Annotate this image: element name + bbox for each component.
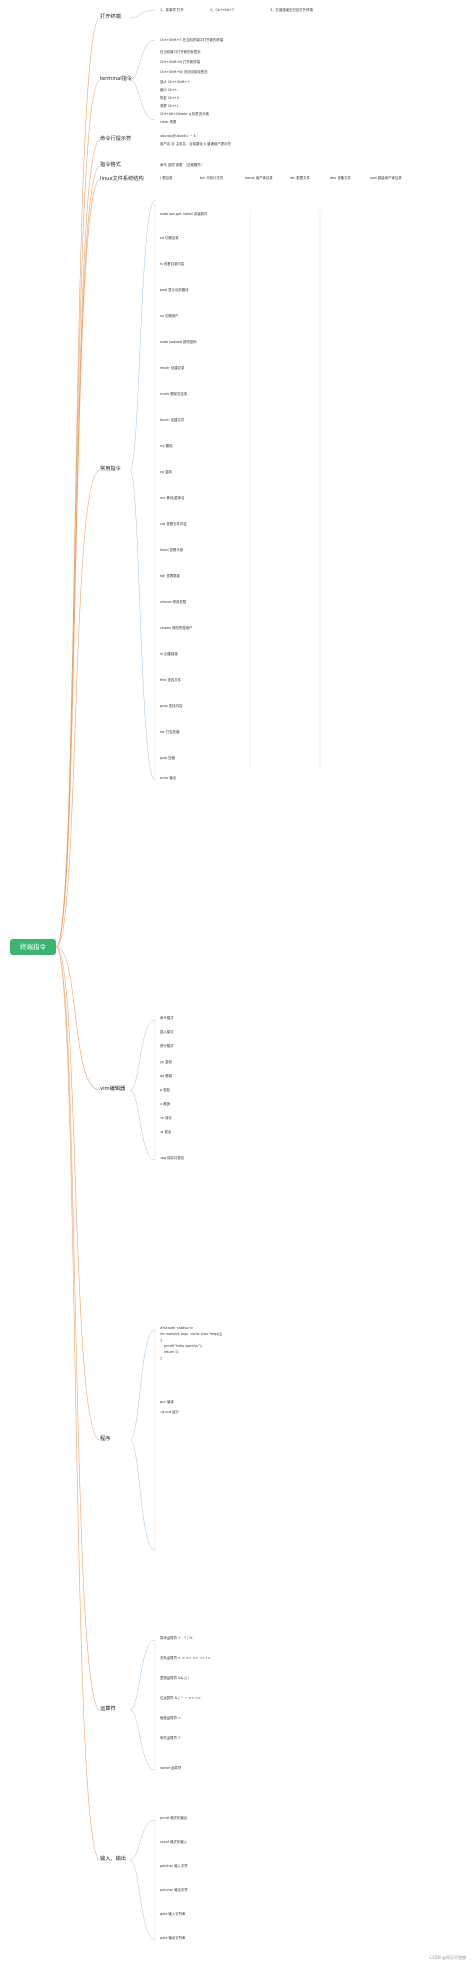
leaf-io-3: putchar 输出字符 — [160, 1888, 188, 1892]
leaf-cmd-22: echo 输出 — [160, 776, 177, 780]
leaf-cmd-6: mkdir 创建目录 — [160, 366, 185, 370]
leaf-op-2: 逻辑运算符 && || ! — [160, 1676, 190, 1680]
leaf-vim-9: :wq 保存并退出 — [160, 1156, 185, 1160]
leaf-vim-6: u 撤销 — [160, 1102, 171, 1106]
leaf-prog-1: int main(int argc, const char *argv[]) — [160, 1332, 223, 1336]
leaf-op-1: 关系运算符 > < >= <= == != — [160, 1656, 211, 1660]
leaf-term-3: Ctrl+Shift+W 关闭当前标签页 — [160, 70, 208, 74]
leaf-fs-2: home 用户家目录 — [245, 176, 273, 180]
leaf-op-5: 条件运算符 ?: — [160, 1736, 181, 1740]
leaf-open-2: 2、Ctrl+Alt+T — [210, 8, 234, 12]
leaf-term-1: 在当前窗口打开新的标签页 — [160, 50, 201, 54]
leaf-term-5: 缩小 Ctrl+- — [160, 88, 178, 92]
leaf-open-1: 1、菜单项 打开 — [160, 8, 184, 12]
leaf-cmd-0: sudo apt-get install 安装软件 — [160, 212, 208, 216]
leaf-prog-7: ./a.out 运行 — [160, 1410, 179, 1414]
leaf-term-9: clear 清屏 — [160, 120, 177, 124]
leaf-fs-3: etc 配置文件 — [290, 176, 310, 180]
leaf-fs-4: dev 设备文件 — [330, 176, 351, 180]
branch-operators[interactable]: 运算符 — [100, 1706, 116, 1712]
leaf-cmd-9: rm 删除 — [160, 444, 173, 448]
leaf-term-0: Ctrl+Shift+T 在当前终端中打开新的终端 — [160, 38, 224, 42]
branch-common-cmds[interactable]: 常用指令 — [100, 466, 121, 472]
leaf-cmd-4: su 切换用户 — [160, 314, 179, 318]
leaf-cmd-20: tar 打包压缩 — [160, 730, 180, 734]
leaf-io-0: printf 格式化输出 — [160, 1816, 188, 1820]
leaf-term-4: 放大 Ctrl+Shift++ — [160, 80, 191, 84]
leaf-prog-2: { — [160, 1338, 163, 1342]
leaf-vim-1: 插入模式 — [160, 1030, 174, 1034]
leaf-io-1: scanf 格式化输入 — [160, 1840, 188, 1844]
branch-cmd-format[interactable]: 指令格式 — [100, 162, 121, 168]
leaf-prog-4: return 0; — [164, 1350, 179, 1354]
leaf-cmd-19: grep 查找内容 — [160, 704, 183, 708]
leaf-fs-5: root 超级用户家目录 — [370, 176, 402, 180]
leaf-vim-2: 底行模式 — [160, 1044, 174, 1048]
leaf-io-2: getchar 输入字符 — [160, 1864, 188, 1868]
leaf-op-6: sizeof 运算符 — [160, 1766, 182, 1770]
leaf-prog-3: printf("hello world\n"); — [164, 1344, 202, 1348]
leaf-cmd-15: chmod 修改权限 — [160, 600, 187, 604]
leaf-term-8: Ctrl+Alt+Delete 从标签页分离 — [160, 112, 209, 116]
leaf-op-3: 位运算符 & | ^ ~ << >> — [160, 1696, 201, 1700]
leaf-fs-1: bin 可执行文件 — [200, 176, 224, 180]
leaf-io-5: puts 输出字符串 — [160, 1936, 186, 1940]
leaf-prog-5: } — [160, 1356, 163, 1360]
leaf-cmd-11: mv 移动/重命名 — [160, 496, 185, 500]
branch-prompt[interactable]: 命令行提示符 — [100, 136, 132, 142]
leaf-op-0: 算术运算符 + - * / % — [160, 1636, 193, 1640]
leaf-cmd-1: cd 切换目录 — [160, 236, 179, 240]
branch-fs[interactable]: linux文件系统结构 — [100, 176, 144, 182]
leaf-vim-0: 命令模式 — [160, 1016, 174, 1020]
leaf-term-2: Ctrl+Shift+N 打开新终端 — [160, 60, 200, 64]
leaf-cmd-16: chown 修改所属用户 — [160, 626, 193, 630]
leaf-prog-0: #include <stdio.h> — [160, 1326, 194, 1330]
leaf-cmd-13: head 查看头部 — [160, 548, 184, 552]
leaf-prompt-1: 用户名 @ 主机名 : 当前路径 $ 普通用户提示符 — [160, 142, 231, 146]
leaf-op-4: 赋值运算符 = — [160, 1716, 181, 1720]
leaf-fs-0: / 根目录 — [160, 176, 173, 180]
leaf-vim-4: dd 删除 — [160, 1074, 173, 1078]
branch-open-terminal[interactable]: 打开终端 — [100, 14, 121, 20]
branch-io[interactable]: 输入、输出 — [100, 1856, 126, 1862]
leaf-cmd-3: pwd 显示当前路径 — [160, 288, 189, 292]
leaf-cmd-21: gzip 压缩 — [160, 756, 175, 760]
leaf-term-6: 恢复 Ctrl+0 — [160, 96, 179, 100]
leaf-cmd-format: 命令 选项 参数 （空格隔开） — [160, 163, 204, 167]
root-node[interactable]: 终端指令 — [10, 939, 56, 955]
leaf-cmd-18: find 查找文件 — [160, 678, 182, 682]
leaf-cmd-10: cp 复制 — [160, 470, 172, 474]
leaf-cmd-14: tail 查看尾部 — [160, 574, 180, 578]
leaf-vim-3: yy 复制 — [160, 1060, 172, 1064]
leaf-term-7: 清屏 Ctrl+L — [160, 104, 179, 108]
leaf-open-3: 3、右键桌面空白处打开终端 — [270, 8, 313, 12]
leaf-prog-6: gcc 编译 — [160, 1400, 174, 1404]
leaf-cmd-5: sudo passwd 修改密码 — [160, 340, 197, 344]
watermark: CSDN @再见不遗憾 — [429, 1955, 466, 1960]
branch-vim[interactable]: vim编辑器 — [100, 1086, 126, 1092]
leaf-cmd-2: ls 查看目录内容 — [160, 262, 185, 266]
leaf-prompt-0: ubuntu@ubuntu: ~ $ — [160, 134, 196, 138]
leaf-vim-8: :q 退出 — [160, 1130, 172, 1134]
leaf-io-4: gets 输入字符串 — [160, 1912, 186, 1916]
branch-program[interactable]: 程序 — [100, 1436, 111, 1442]
leaf-vim-5: p 粘贴 — [160, 1088, 171, 1092]
branch-terminal-cmds[interactable]: terminal指令 — [100, 76, 133, 82]
leaf-vim-7: :w 保存 — [160, 1116, 172, 1120]
leaf-cmd-8: touch 创建文件 — [160, 418, 185, 422]
leaf-cmd-12: cat 查看文件内容 — [160, 522, 187, 526]
leaf-cmd-7: rmdir 删除空目录 — [160, 392, 188, 396]
leaf-cmd-17: ln 创建链接 — [160, 652, 178, 656]
